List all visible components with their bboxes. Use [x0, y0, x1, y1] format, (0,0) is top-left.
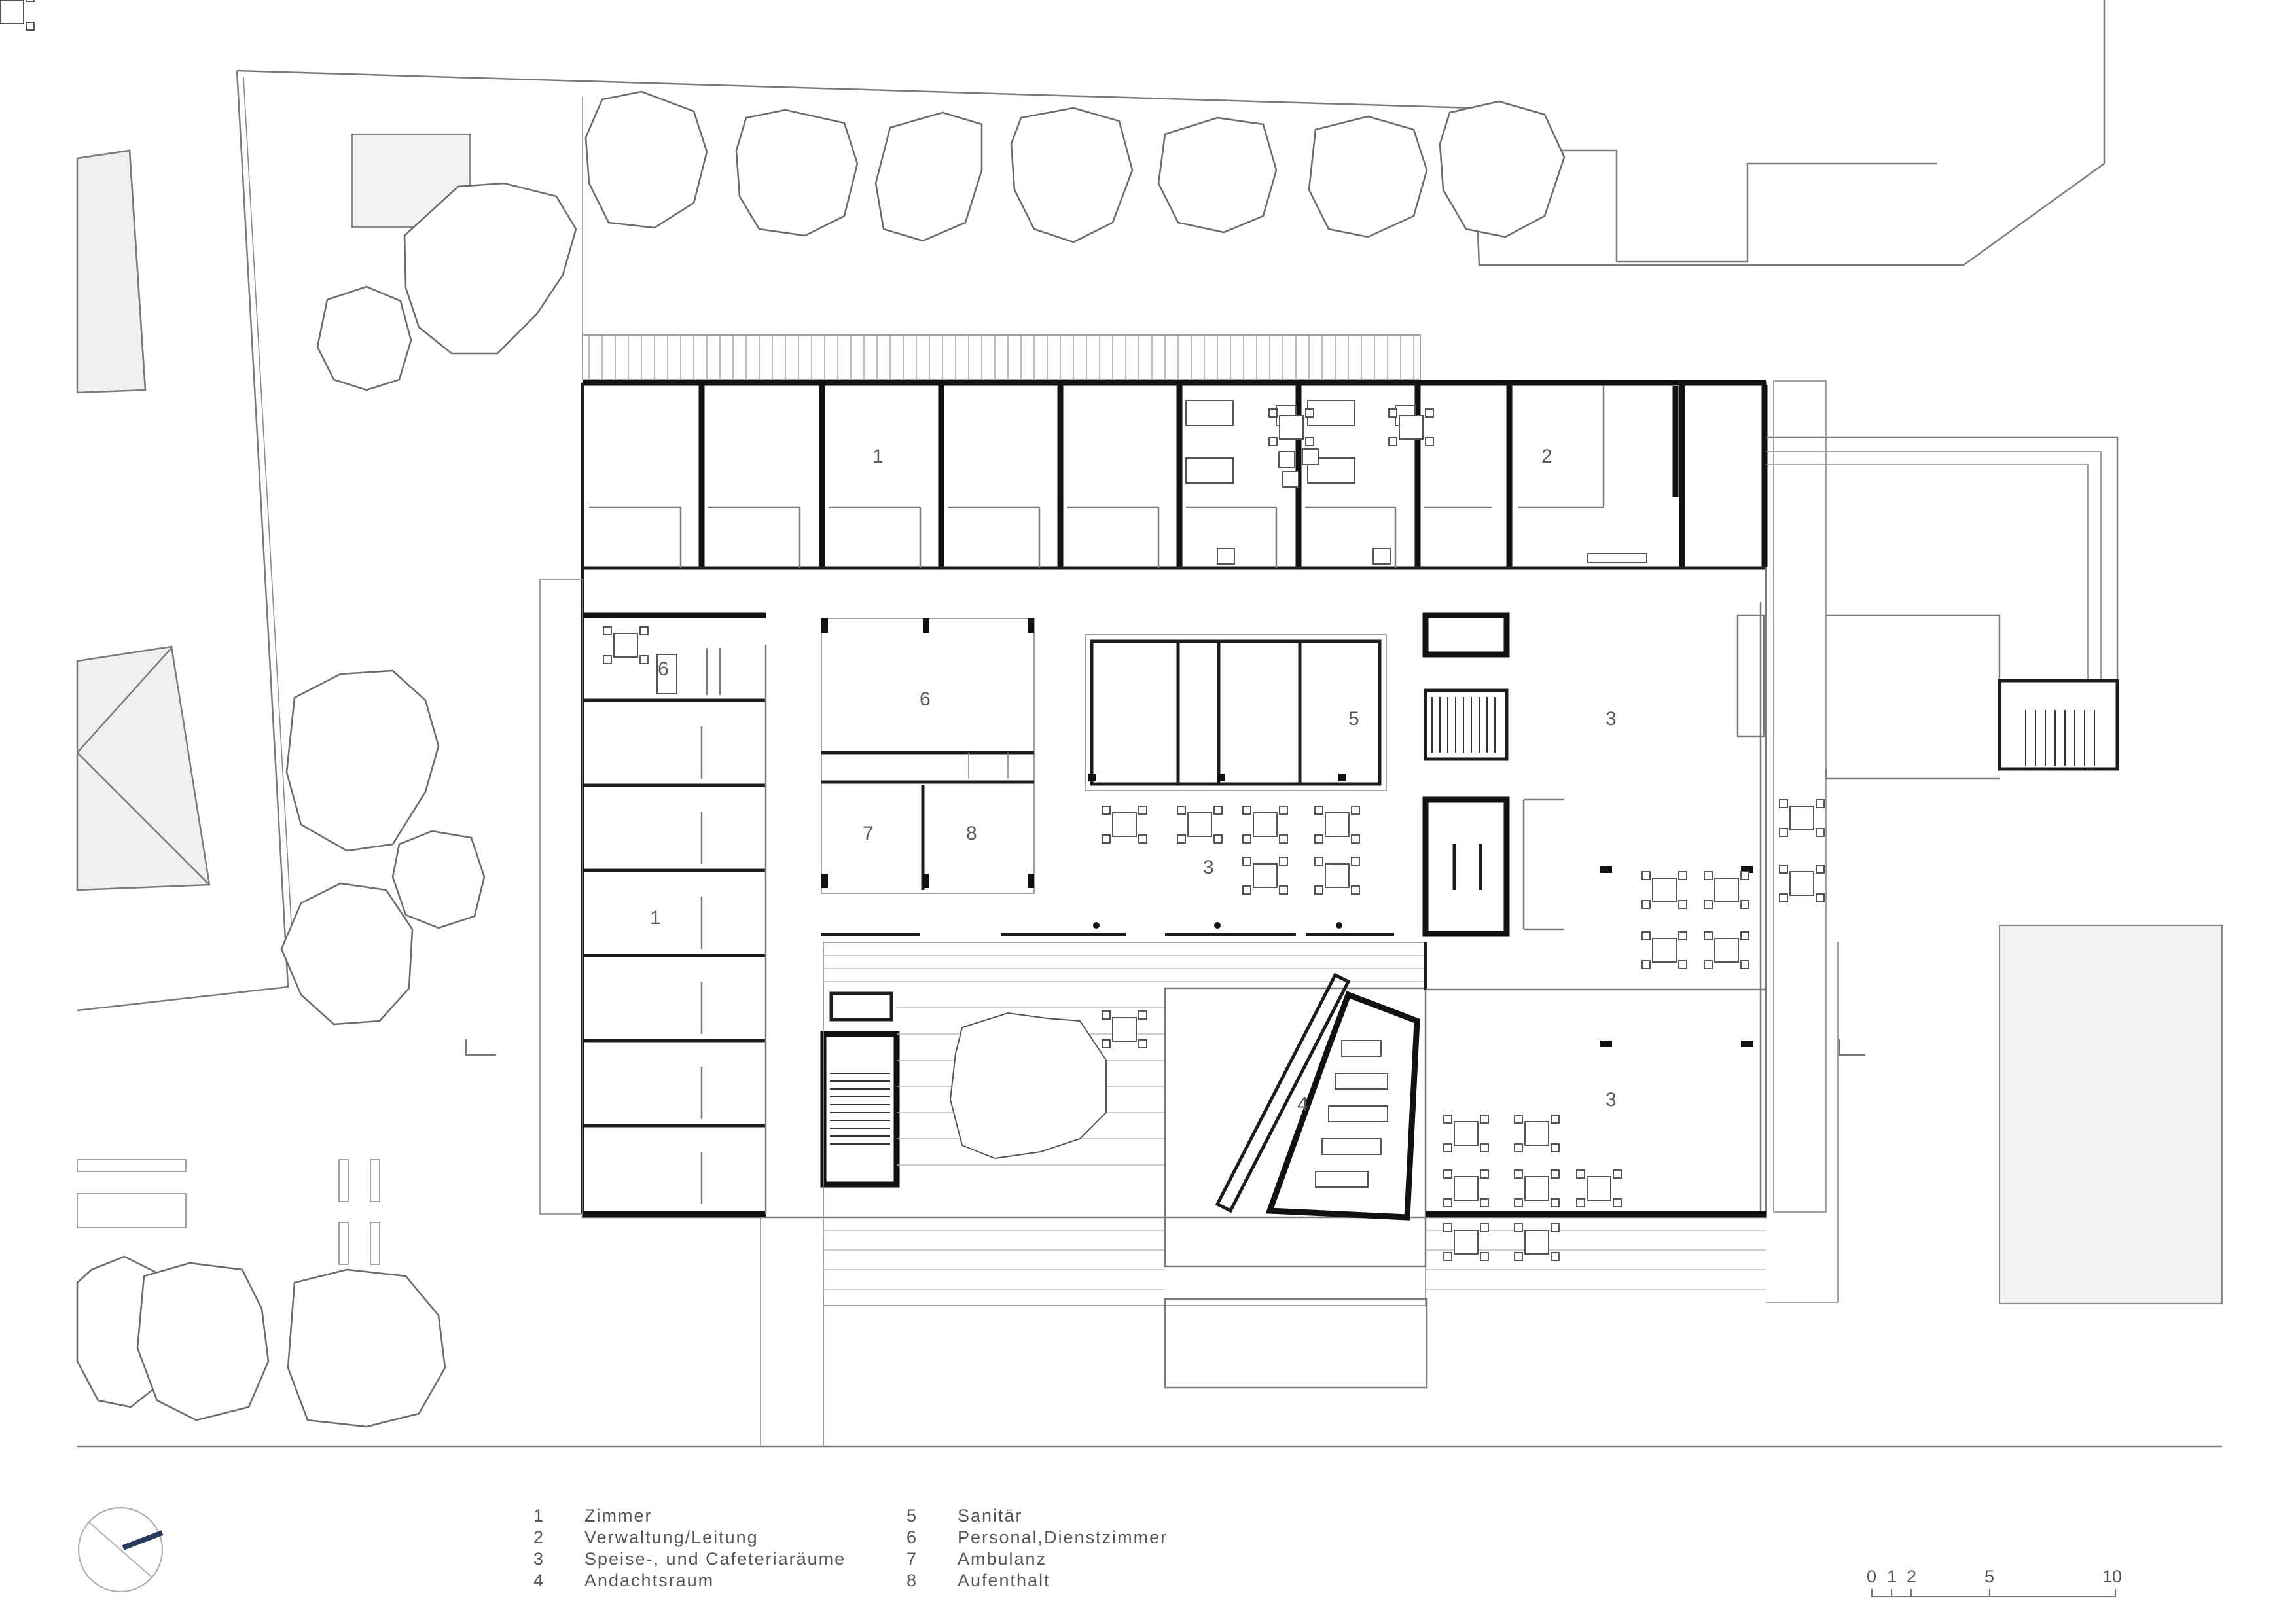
pond: [949, 1012, 1107, 1160]
tree-icon: [136, 1262, 270, 1421]
site-context: [76, 0, 2223, 1448]
north-arrow: [77, 1507, 164, 1593]
tree-icon: [316, 285, 412, 391]
legend-item: 6 Personal,Dienstzimmer: [906, 1527, 1168, 1548]
table-set: [0, 0, 35, 31]
room-number-4: 4: [1297, 1094, 1308, 1115]
room-number-3-center: 3: [1203, 857, 1214, 878]
legend-number: 7: [906, 1549, 918, 1569]
tree-icon: [285, 669, 440, 852]
room-number-1-north: 1: [872, 446, 884, 467]
tree-icon: [874, 111, 983, 242]
trees: [76, 90, 1566, 1428]
cafe-tables: [0, 0, 1825, 1261]
canopy-hatch: [588, 335, 1414, 380]
legend-label: Ambulanz: [958, 1549, 1047, 1569]
legend-item: 3 Speise-, und Cafeteriaräume: [533, 1548, 846, 1570]
scale-label-2: 2: [1907, 1567, 1916, 1586]
room-number-6-core: 6: [920, 688, 931, 710]
legend-label: Zimmer: [584, 1506, 653, 1525]
room-number-2: 2: [1541, 446, 1552, 467]
room-number-3-east: 3: [1605, 708, 1617, 730]
legend-item: 8 Aufenthalt: [906, 1570, 1168, 1592]
legend-right: 5 Sanitär 6 Personal,Dienstzimmer 7 Ambulan…: [906, 1505, 1168, 1592]
stair-west: [830, 1073, 890, 1145]
legend-label: Verwaltung/Leitung: [584, 1527, 759, 1547]
legend-number: 8: [906, 1571, 918, 1590]
tree-icon: [391, 830, 486, 929]
room-number-5: 5: [1348, 708, 1359, 730]
office-furniture: [1185, 400, 1416, 565]
legend-label: Personal,Dienstzimmer: [958, 1527, 1168, 1547]
legend-label: Speise-, und Cafeteriaräume: [584, 1549, 846, 1569]
room-number-3-south: 3: [1605, 1089, 1617, 1111]
room-number-8: 8: [966, 823, 977, 844]
room-number-7: 7: [863, 823, 874, 844]
neighbour-building-east: [1998, 924, 2223, 1305]
tree-icon: [403, 182, 577, 355]
scale-label-10: 10: [2102, 1567, 2122, 1586]
room-numbers: 1 2 3 3 3 4 5 6 6 7 8 1: [650, 446, 1617, 1115]
tree-icon: [287, 1268, 446, 1428]
room-number-1-west: 1: [650, 907, 661, 929]
neighbour-roof-south: [76, 645, 211, 891]
legend-left: 1 Zimmer 2 Verwaltung/Leitung 3 Speise-, un…: [533, 1505, 846, 1592]
legend-number: 1: [533, 1506, 545, 1525]
scale-label-1: 1: [1887, 1567, 1897, 1586]
legend-item: 2 Verwaltung/Leitung: [533, 1527, 846, 1548]
north-arrow-needle: [122, 1530, 164, 1550]
scale-label-0: 0: [1867, 1567, 1876, 1586]
stair-east: [1431, 697, 1496, 753]
legend-number: 2: [533, 1527, 545, 1547]
legend-number: 4: [533, 1571, 545, 1590]
chapel-pews: [1315, 1040, 1388, 1188]
scale-bar: 0 1 2 5 10: [1867, 1567, 2122, 1598]
room-number-6-west: 6: [658, 658, 669, 680]
legend-item: 7 Ambulanz: [906, 1548, 1168, 1570]
tree-icon: [1308, 115, 1428, 238]
scale-label-5: 5: [1984, 1567, 1994, 1586]
west-room-partitions: [700, 648, 721, 1204]
legend-item: 5 Sanitär: [906, 1505, 1168, 1527]
legend-number: 6: [906, 1527, 918, 1547]
neighbour-roof-north: [76, 149, 147, 394]
legend-label: Andachtsraum: [584, 1571, 715, 1590]
tree-icon: [735, 109, 859, 237]
legend-label: Sanitär: [958, 1506, 1023, 1525]
legend-item: 1 Zimmer: [533, 1505, 846, 1527]
tree-icon: [584, 90, 708, 229]
legend-number: 3: [533, 1549, 545, 1569]
site-boundary: [236, 0, 2106, 266]
tree-icon: [280, 882, 414, 1026]
bathroom-partitions: [589, 386, 1605, 568]
tree-icon: [1010, 107, 1134, 243]
tree-icon: [1439, 100, 1566, 238]
tree-icon: [1157, 116, 1278, 234]
legend-item: 4 Andachtsraum: [533, 1570, 846, 1592]
stair-annex: [2025, 710, 2095, 766]
legend-label: Aufenthalt: [958, 1571, 1050, 1590]
legend-number: 5: [906, 1506, 918, 1525]
building: [539, 334, 2119, 1389]
